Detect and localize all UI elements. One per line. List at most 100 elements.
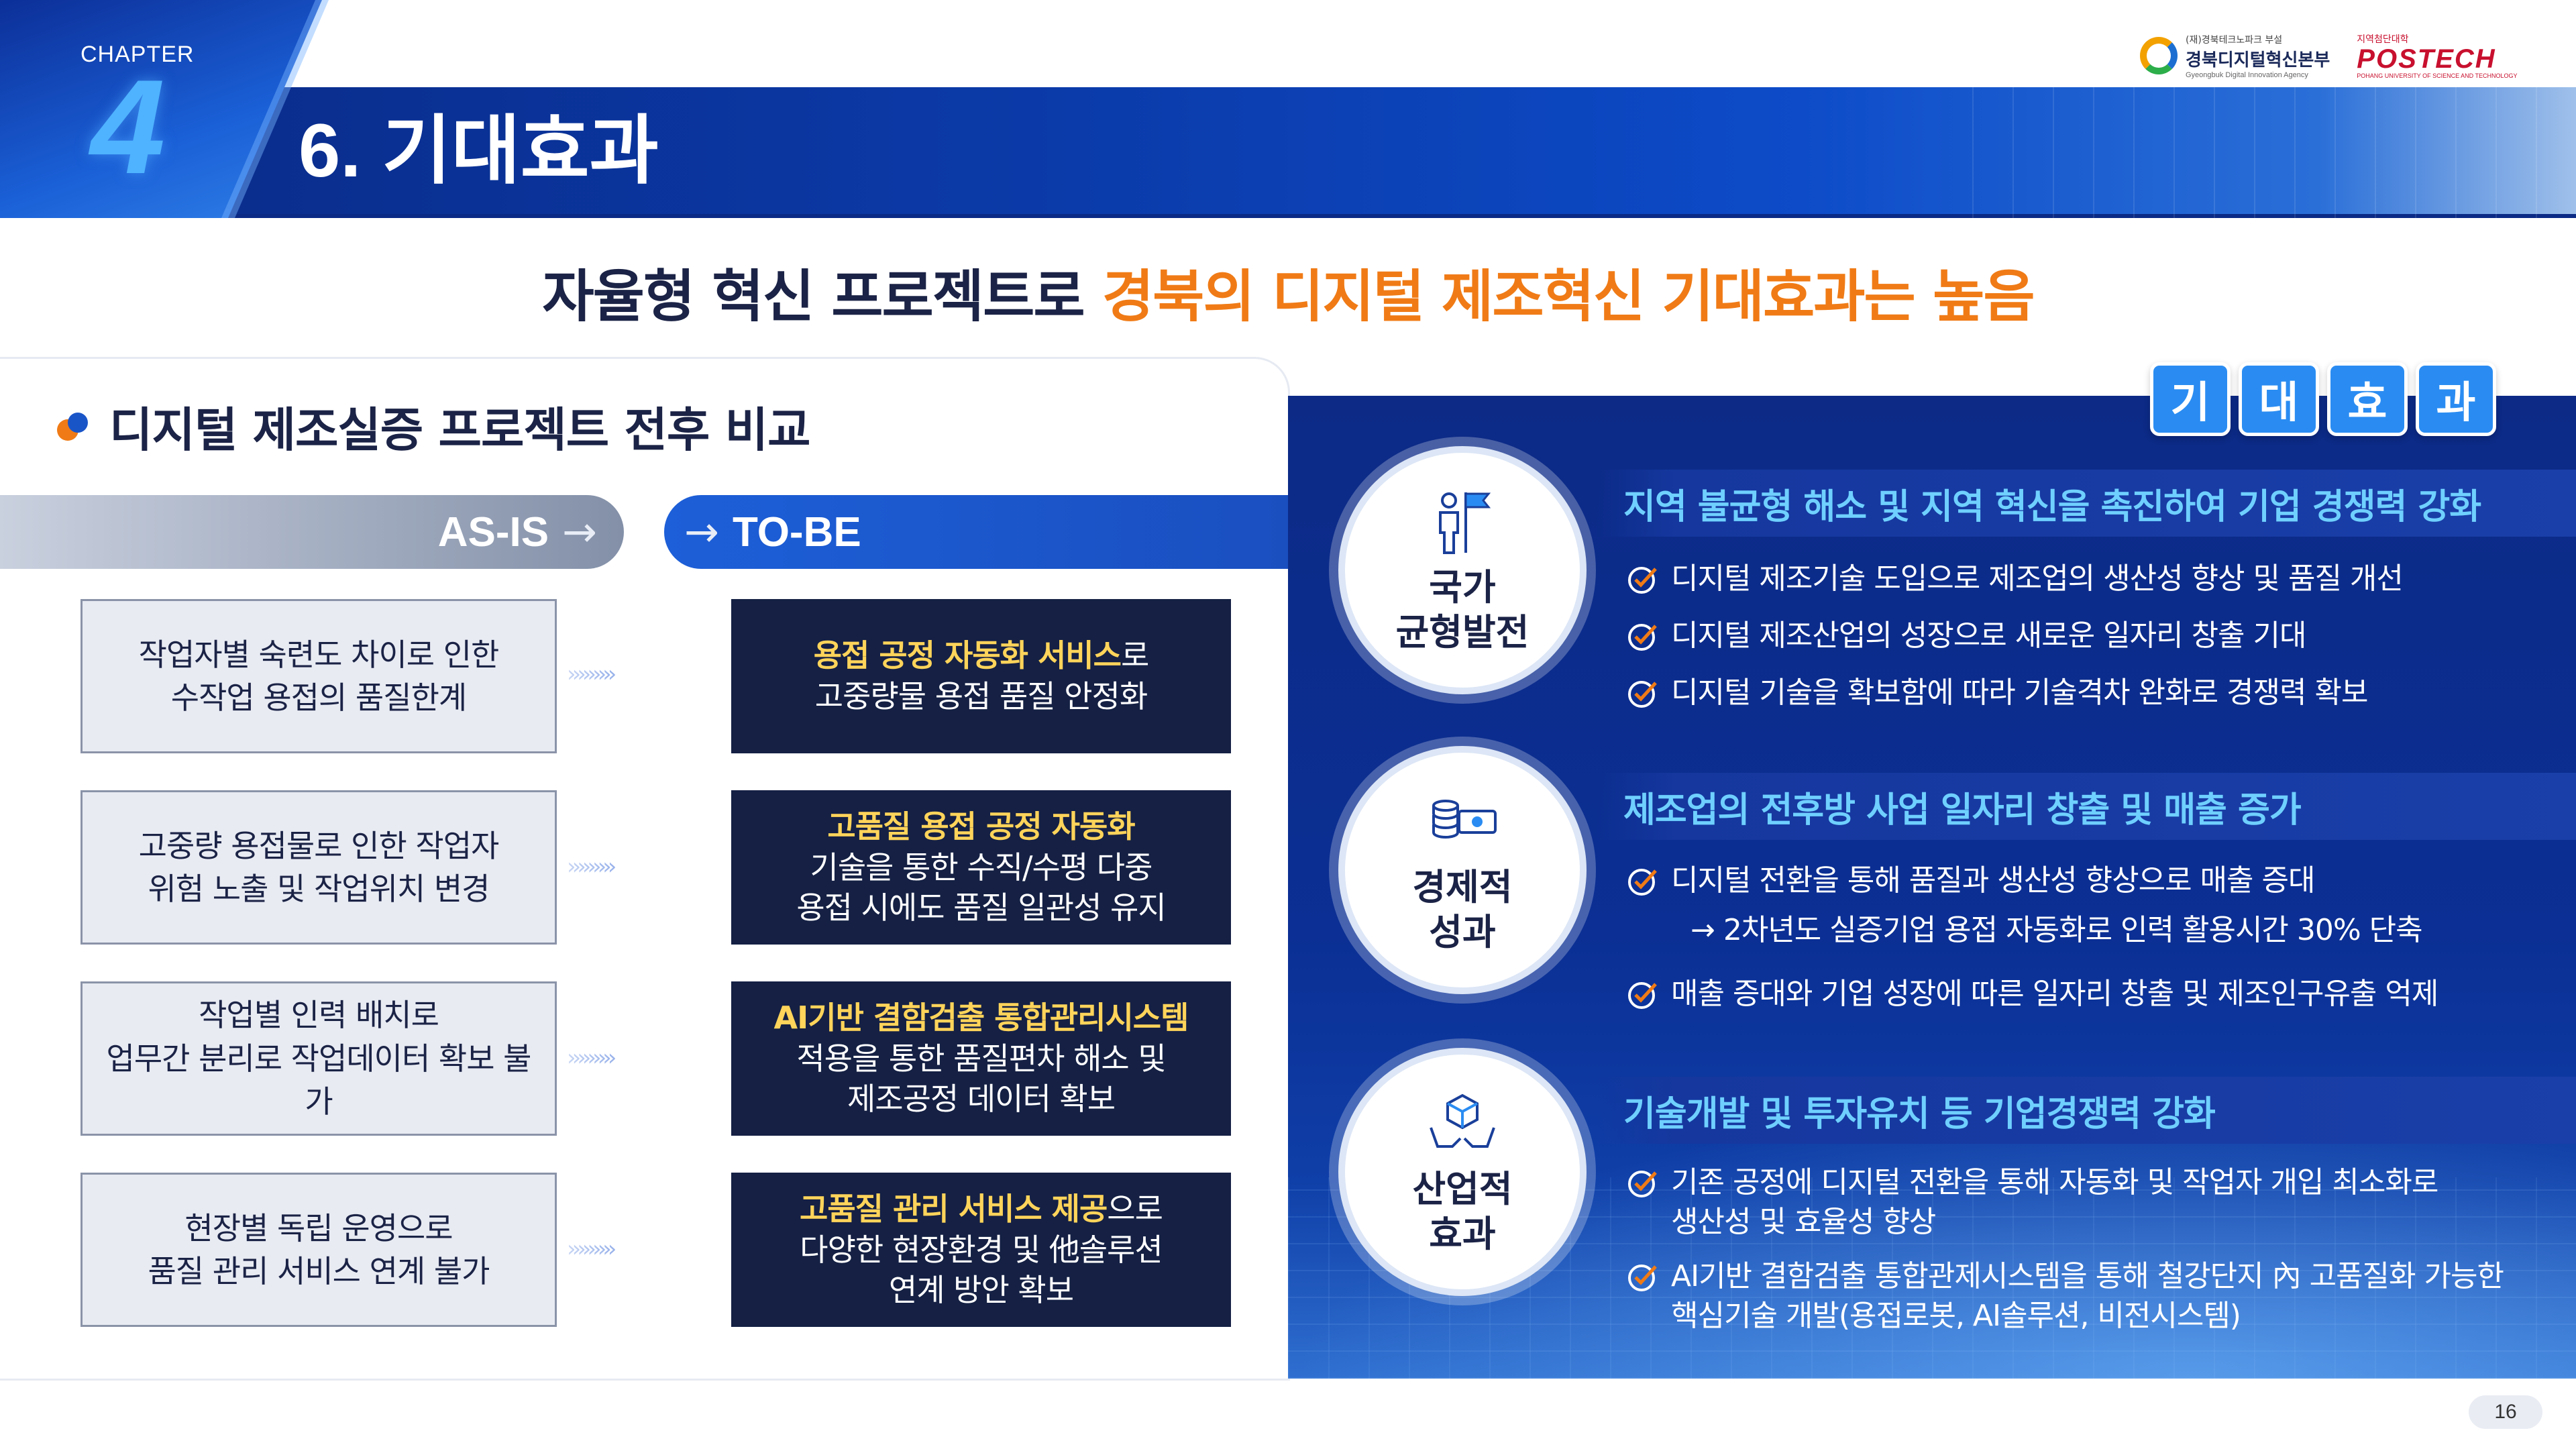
check-circle-icon <box>1628 1265 1657 1291</box>
asis-header: AS-IS → <box>0 495 624 569</box>
check-circle-icon <box>1628 624 1657 651</box>
headline-highlight: 경북의 디지털 제조혁신 기대효과는 높음 <box>1102 264 2035 329</box>
asis-line: 현장별 독립 운영으로 <box>184 1210 453 1246</box>
header-decoration <box>1972 87 2576 218</box>
check-circle-icon <box>1628 1171 1657 1197</box>
effect-heading: 제조업의 전후방 사업 일자리 창출 및 매출 증가 <box>1597 773 2576 840</box>
page-title: 6. 기대효과 <box>299 109 659 193</box>
asis-box: 작업별 인력 배치로 업무간 분리로 작업데이터 확보 불가 <box>80 981 557 1136</box>
effects-tag-char: 대 <box>2239 362 2319 436</box>
asis-text: 작업자별 숙련도 차이로 인한 수작업 용접의 품질한계 <box>139 633 500 720</box>
tobe-highlight: 용접 공정 자동화 서비스 <box>813 637 1122 674</box>
effect-item: 디지털 제조산업의 성장으로 새로운 일자리 창출 기대 <box>1627 616 2566 655</box>
effect-item: 디지털 전환을 통해 품질과 생산성 향상으로 매출 증대 <box>1627 861 2566 900</box>
headline-part: 자율형 혁신 프로젝트로 <box>542 264 1102 329</box>
category-circle: 경제적 성과 <box>1338 746 1587 994</box>
asis-text: 작업별 인력 배치로 업무간 분리로 작업데이터 확보 불가 <box>96 994 541 1123</box>
flow-arrows-icon: ››››››››› <box>567 661 721 688</box>
check-circle-icon <box>1628 567 1657 594</box>
effect-item-text: 디지털 전환을 통해 품질과 생산성 향상으로 매출 증대 <box>1671 863 2315 898</box>
postech-logo-small: 지역첨단대학 <box>2357 34 2409 45</box>
asis-line: 작업별 인력 배치로 <box>199 997 439 1034</box>
effect-item-line: 기존 공정에 디지털 전환을 통해 자동화 및 작업자 개입 최소화로 <box>1671 1165 2438 1199</box>
check-circle-icon <box>1628 681 1657 708</box>
tobe-label: TO-BE <box>732 508 861 555</box>
asis-line: 품질 관리 서비스 연계 불가 <box>148 1253 490 1289</box>
gb-logo-text: (재)경북테크노파크 부설 경북디지털혁신본부 Gyeongbuk Digita… <box>2186 33 2330 79</box>
tobe-line: 기술을 통한 수직/수평 다중 <box>810 849 1153 885</box>
arrow-right-icon: → <box>562 507 597 556</box>
tobe-box: AI기반 결함검출 통합관리시스템 적용을 통한 품질편차 해소 및 제조공정 … <box>731 981 1231 1136</box>
effect-item-text: AI기반 결함검출 통합관제시스템을 통해 철강단지 內 고품질화 가능한 핵심… <box>1671 1256 2504 1336</box>
flag-person-icon <box>1439 492 1491 554</box>
tobe-box: 고품질 용접 공정 자동화 기술을 통한 수직/수평 다중 용접 시에도 품질 … <box>731 790 1231 945</box>
tobe-header: → TO-BE <box>664 495 1288 569</box>
chapter-label: CHAPTER <box>80 42 195 67</box>
hands-cube-icon <box>1430 1093 1495 1148</box>
tobe-highlight: 고품질 관리 서비스 제공 <box>800 1190 1108 1227</box>
effect-item: AI기반 결함검출 통합관제시스템을 통해 철강단지 內 고품질화 가능한 핵심… <box>1627 1256 2566 1336</box>
category-circle: 산업적 효과 <box>1338 1048 1587 1296</box>
effect-item: 디지털 제조기술 도입으로 제조업의 생산성 향상 및 품질 개선 <box>1627 559 2566 598</box>
effect-item: 기존 공정에 디지털 전환을 통해 자동화 및 작업자 개입 최소화로 생산성 … <box>1627 1163 2566 1242</box>
tobe-line: 고품질 관리 서비스 제공으로 <box>800 1189 1163 1230</box>
asis-box: 작업자별 숙련도 차이로 인한 수작업 용접의 품질한계 <box>80 599 557 753</box>
tobe-line: 용접 시에도 품질 일관성 유지 <box>796 890 1166 926</box>
check-circle-icon <box>1628 869 1657 896</box>
category-label-line: 균형발전 <box>1395 611 1529 653</box>
effect-item: 매출 증대와 기업 성장에 따른 일자리 창출 및 제조인구유출 억제 <box>1627 974 2566 1014</box>
asis-text: 고중량 용접물로 인한 작업자 위험 노출 및 작업위치 변경 <box>139 824 500 911</box>
flow-arrows-icon: ››››››››› <box>567 853 721 880</box>
page-number: 16 <box>2469 1395 2542 1429</box>
effect-item-text: 기존 공정에 디지털 전환을 통해 자동화 및 작업자 개입 최소화로 생산성 … <box>1671 1163 2438 1242</box>
tobe-line: 용접 공정 자동화 서비스로 <box>813 635 1150 676</box>
asis-line: 업무간 분리로 작업데이터 확보 불가 <box>106 1040 532 1120</box>
tobe-line: 고중량물 용접 품질 안정화 <box>814 678 1148 714</box>
gb-digital-logo: (재)경북테크노파크 부설 경북디지털혁신본부 Gyeongbuk Digita… <box>2140 33 2330 79</box>
effect-heading: 지역 불균형 해소 및 지역 혁신을 촉진하여 기업 경쟁력 강화 <box>1597 470 2576 537</box>
category-label-line: 효과 <box>1429 1213 1496 1255</box>
tobe-box: 용접 공정 자동화 서비스로 고중량물 용접 품질 안정화 <box>731 599 1231 753</box>
tobe-line: 다양한 현장환경 및 他솔루션 <box>800 1231 1163 1268</box>
asis-label: AS-IS <box>437 508 549 555</box>
tobe-highlight: 고품질 용접 공정 자동화 <box>827 808 1135 845</box>
gb-logo-name: 경북디지털혁신본부 <box>2186 50 2330 70</box>
effect-heading: 기술개발 및 투자유치 등 기업경쟁력 강화 <box>1597 1077 2576 1144</box>
tobe-line-rest: 로 <box>1120 637 1149 674</box>
asis-text: 현장별 독립 운영으로 품질 관리 서비스 연계 불가 <box>148 1207 490 1293</box>
effect-item: 디지털 기술을 확보함에 따라 기술격차 완화로 경쟁력 확보 <box>1627 673 2566 712</box>
flow-arrows-icon: ››››››››› <box>567 1044 721 1071</box>
effects-tag: 기 대 효 과 <box>2150 362 2496 436</box>
category-label-line: 국가 <box>1429 566 1496 608</box>
bullet-dots-icon <box>57 410 91 443</box>
tobe-line: 연계 방안 확보 <box>888 1272 1074 1309</box>
gb-logo-small: (재)경북테크노파크 부설 <box>2186 34 2283 46</box>
tobe-line: AI기반 결함검출 통합관리시스템 <box>774 998 1189 1038</box>
asis-line: 위험 노출 및 작업위치 변경 <box>148 871 490 907</box>
tobe-box: 고품질 관리 서비스 제공으로 다양한 현장환경 및 他솔루션 연계 방안 확보 <box>731 1173 1231 1327</box>
effect-item-line: 생산성 및 효율성 향상 <box>1671 1205 1936 1240</box>
effect-item-text: 디지털 기술을 확보함에 따라 기술격차 완화로 경쟁력 확보 <box>1671 676 2368 710</box>
tobe-line: 고품질 용접 공정 자동화 <box>827 806 1135 847</box>
tobe-line: 적용을 통한 품질편차 해소 및 <box>796 1040 1166 1077</box>
effect-item-line: AI기반 결함검출 통합관제시스템을 통해 철강단지 內 고품질화 가능한 <box>1671 1259 2504 1293</box>
tobe-line: 제조공정 데이터 확보 <box>847 1081 1116 1118</box>
asis-box: 고중량 용접물로 인한 작업자 위험 노출 및 작업위치 변경 <box>80 790 557 945</box>
asis-line: 수작업 용접의 품질한계 <box>170 680 467 716</box>
chapter-number: 4 <box>91 52 166 202</box>
effects-tag-char: 기 <box>2150 362 2231 436</box>
header-band <box>0 87 2576 218</box>
comparison-section-title: 디지털 제조실증 프로젝트 전후 비교 <box>109 402 810 458</box>
category-label-line: 산업적 <box>1412 1167 1513 1210</box>
effects-tag-char: 과 <box>2416 362 2496 436</box>
arrow-right-icon: → <box>684 507 719 556</box>
effect-sub-item: → 2차년도 실증기업 용접 자동화로 인력 활용시간 30% 단축 <box>1690 913 2423 947</box>
postech-logo-name: POSTECH <box>2357 44 2496 74</box>
category-label-line: 경제적 <box>1412 865 1513 908</box>
category-label: 경제적 성과 <box>1412 865 1512 955</box>
effect-item-text: 디지털 제조산업의 성장으로 새로운 일자리 창출 기대 <box>1671 619 2306 653</box>
postech-logo-en: POHANG UNIVERSITY OF SCIENCE AND TECHNOL… <box>2357 72 2518 79</box>
gb-logo-mark-icon <box>2140 37 2178 74</box>
money-coins-icon <box>1432 799 1497 839</box>
effect-item-text: 매출 증대와 기업 성장에 따른 일자리 창출 및 제조인구유출 억제 <box>1671 977 2438 1011</box>
